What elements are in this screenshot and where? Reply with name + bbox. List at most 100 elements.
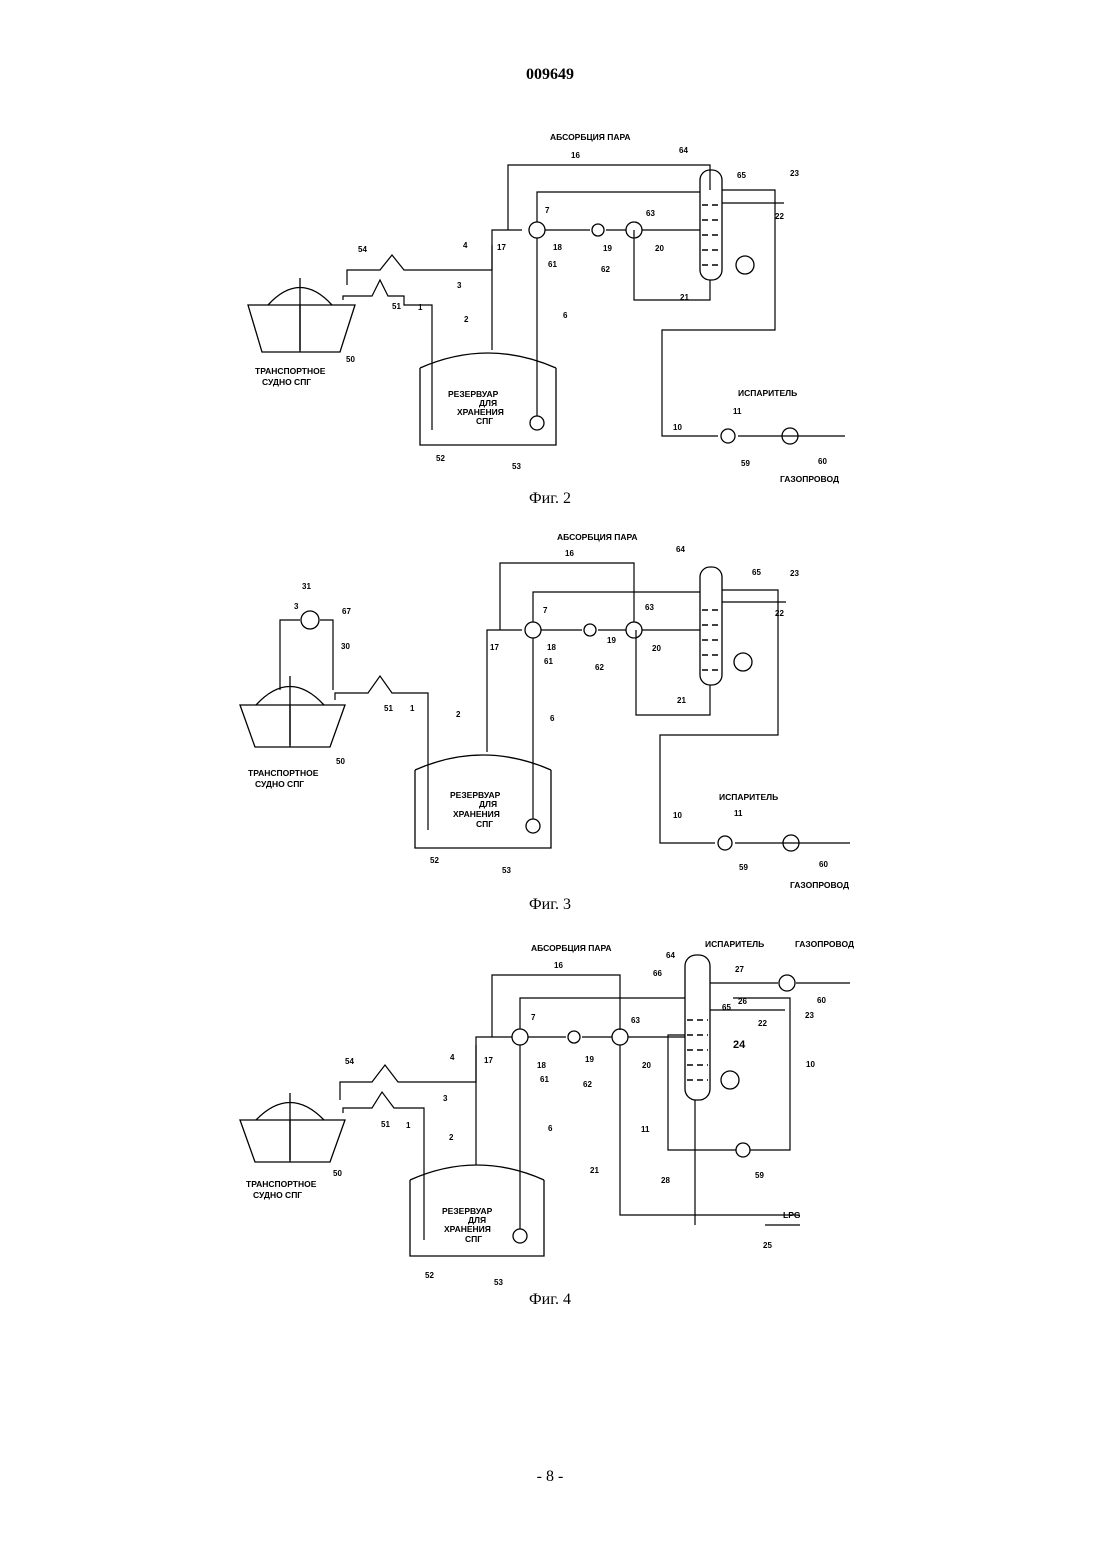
fig4-num-19: 19: [585, 1055, 594, 1064]
fig3-num-65: 65: [752, 568, 761, 577]
reboiler-icon: [734, 653, 752, 671]
page-footer: - 8 -: [0, 1468, 1100, 1486]
fig3-num-59: 59: [739, 863, 748, 872]
fig2-num-61: 61: [548, 260, 557, 269]
fig2-num-17: 17: [497, 243, 506, 252]
heat-exchanger-61-icon: [529, 222, 545, 238]
fig4-num-6: 6: [548, 1124, 553, 1133]
ship-label-line2: СУДНО СПГ: [253, 1190, 302, 1200]
pump-59-icon: [718, 836, 732, 850]
pump-59-icon: [736, 1143, 750, 1157]
pipeline-label: ГАЗОПРОВОД: [795, 939, 854, 949]
fig4-num-53: 53: [494, 1278, 503, 1287]
fig4-num-10: 10: [806, 1060, 815, 1069]
heat-exchanger-61-icon: [512, 1029, 528, 1045]
fig3-num-52: 52: [430, 856, 439, 865]
fig2-num-64: 64: [679, 146, 688, 155]
reboiler-icon: [721, 1071, 739, 1089]
figure-2-diagram: АБСОРБЦИЯ ПАРА ТРАНСПОРТНОЕ СУДНО СПГ РЕ…: [0, 125, 1100, 495]
lpg-label: LPG: [783, 1210, 801, 1220]
vaporizer-label: ИСПАРИТЕЛЬ: [738, 388, 797, 398]
fig3-num-16: 16: [565, 549, 574, 558]
heat-exchanger-63-icon: [612, 1029, 628, 1045]
fig4-num-1: 1: [406, 1121, 411, 1130]
fig4-num-17: 17: [484, 1056, 493, 1065]
stream-3-line: [347, 245, 492, 285]
stream-1-line: [343, 1092, 424, 1240]
pump-53-icon: [513, 1229, 527, 1243]
stream-21-line: [636, 630, 710, 715]
vapor-absorption-label: АБСОРБЦИЯ ПАРА: [550, 132, 631, 142]
fig4-num-7: 7: [531, 1013, 536, 1022]
stream-2-line: [476, 1037, 512, 1165]
vapor-absorption-label: АБСОРБЦИЯ ПАРА: [531, 943, 612, 953]
fig4-num-16: 16: [554, 961, 563, 970]
vaporizer-label: ИСПАРИТЕЛЬ: [719, 792, 778, 802]
tank-label-line4: СПГ: [476, 416, 493, 426]
fig2-num-2: 2: [464, 315, 469, 324]
fig4-num-3: 3: [443, 1094, 448, 1103]
fig4-num-66: 66: [653, 969, 662, 978]
pipeline-label: ГАЗОПРОВОД: [780, 474, 839, 484]
ship-label-line1: ТРАНСПОРТНОЕ: [246, 1179, 317, 1189]
fig3-num-23: 23: [790, 569, 799, 578]
fig4-num-59: 59: [755, 1171, 764, 1180]
fig2-num-22: 22: [775, 212, 784, 221]
fig3-num-64: 64: [676, 545, 685, 554]
figure-4-caption: Фиг. 4: [0, 1291, 1100, 1309]
stream-16-line: [492, 975, 620, 1037]
figure-3-diagram: АБСОРБЦИЯ ПАРА ТРАНСПОРТНОЕ СУДНО СПГ РЕ…: [0, 525, 1100, 895]
fig2-num-1: 1: [418, 303, 423, 312]
stream-7-line: [520, 998, 685, 1029]
fig3-num-50: 50: [336, 757, 345, 766]
fig3-num-61: 61: [544, 657, 553, 666]
fig2-num-51: 51: [392, 302, 401, 311]
vaporizer-60-icon: [779, 975, 795, 991]
fig3-num-53: 53: [502, 866, 511, 875]
fig2-num-7: 7: [545, 206, 550, 215]
ship-label-line2: СУДНО СПГ: [262, 377, 311, 387]
stream-1-line: [335, 676, 428, 830]
tank-label-line3: ХРАНЕНИЯ: [453, 809, 500, 819]
compressor-62-icon: [592, 224, 604, 236]
fig2-num-53: 53: [512, 462, 521, 471]
fig3-num-11: 11: [734, 809, 743, 818]
fig3-num-6: 6: [550, 714, 555, 723]
fig2-num-19: 19: [603, 244, 612, 253]
fig4-num-64: 64: [666, 951, 675, 960]
fig3-num-10: 10: [673, 811, 682, 820]
fig2-num-20: 20: [655, 244, 664, 253]
fig3-num-19: 19: [607, 636, 616, 645]
heat-exchanger-61-icon: [525, 622, 541, 638]
fig4-num-52: 52: [425, 1271, 434, 1280]
fig4-num-27: 27: [735, 965, 744, 974]
vaporizer-67-icon: [301, 611, 319, 629]
stream-7-line: [533, 592, 700, 622]
fig3-num-51: 51: [384, 704, 393, 713]
fig3-num-63: 63: [645, 603, 654, 612]
compressor-62-icon: [568, 1031, 580, 1043]
fig2-num-52: 52: [436, 454, 445, 463]
stream-7-line: [537, 192, 700, 222]
fig3-num-22: 22: [775, 609, 784, 618]
fig4-num-24: 24: [733, 1039, 746, 1051]
fig2-num-4: 4: [463, 241, 468, 250]
fig2-num-3: 3: [457, 281, 462, 290]
fig2-num-59: 59: [741, 459, 750, 468]
fig3-num-20: 20: [652, 644, 661, 653]
figure-3-caption: Фиг. 3: [0, 896, 1100, 914]
vapor-absorption-label: АБСОРБЦИЯ ПАРА: [557, 532, 638, 542]
ship-label-line2: СУДНО СПГ: [255, 779, 304, 789]
fig4-num-65: 65: [722, 1003, 731, 1012]
stream-16-line: [508, 165, 710, 230]
tank-label-line4: СПГ: [465, 1234, 482, 1244]
fig3-num-21: 21: [677, 696, 686, 705]
fig4-num-63: 63: [631, 1016, 640, 1025]
lng-ship: [240, 676, 345, 747]
patent-number: 009649: [0, 66, 1100, 84]
stream-3-line: [340, 1045, 476, 1100]
tank-label-line3: ХРАНЕНИЯ: [444, 1224, 491, 1234]
fig3-num-3: 3: [294, 602, 299, 611]
fig4-num-20: 20: [642, 1061, 651, 1070]
fig4-num-50: 50: [333, 1169, 342, 1178]
